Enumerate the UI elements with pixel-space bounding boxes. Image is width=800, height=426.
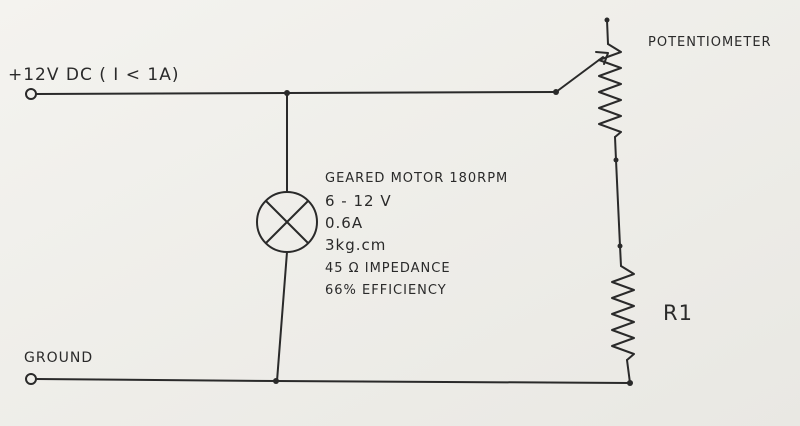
pot-wiper (555, 56, 604, 93)
pot-wiper-arrowhead (595, 51, 609, 65)
r1-label: R1 (663, 301, 693, 325)
ground-label: GROUND (24, 350, 93, 366)
motor-spec-efficiency: 66% EFFICIENCY (325, 283, 447, 298)
supply-label: +12V DC ( I < 1A) (8, 65, 179, 85)
resistor-r1 (611, 245, 635, 384)
potentiometer-label: POTENTIOMETER (648, 35, 772, 50)
potentiometer (555, 17, 622, 163)
motor-cross (265, 200, 309, 244)
motor-spec-impedance: 45 Ω IMPEDANCE (325, 261, 451, 276)
pot-mid-lead (614, 136, 617, 161)
motor-spec-voltage: 6 - 12 V (325, 192, 392, 210)
motor-spec-torque: 3kg.cm (325, 236, 386, 254)
r1-top-lead (619, 245, 622, 267)
motor-spec-current: 0.6A (325, 214, 363, 232)
motor-branch (256, 92, 318, 382)
motor-lead-bottom (276, 251, 288, 382)
motor-specs: GEARED MOTOR 180RPM 6 - 12 V 0.6A 3kg.cm… (325, 171, 508, 298)
r1-bottom-lead (626, 359, 631, 384)
r1-zigzag (611, 265, 635, 361)
pot-to-r1-wire (615, 159, 621, 247)
pot-top-lead (606, 19, 609, 45)
motor-spec-name: GEARED MOTOR 180RPM (325, 171, 508, 186)
